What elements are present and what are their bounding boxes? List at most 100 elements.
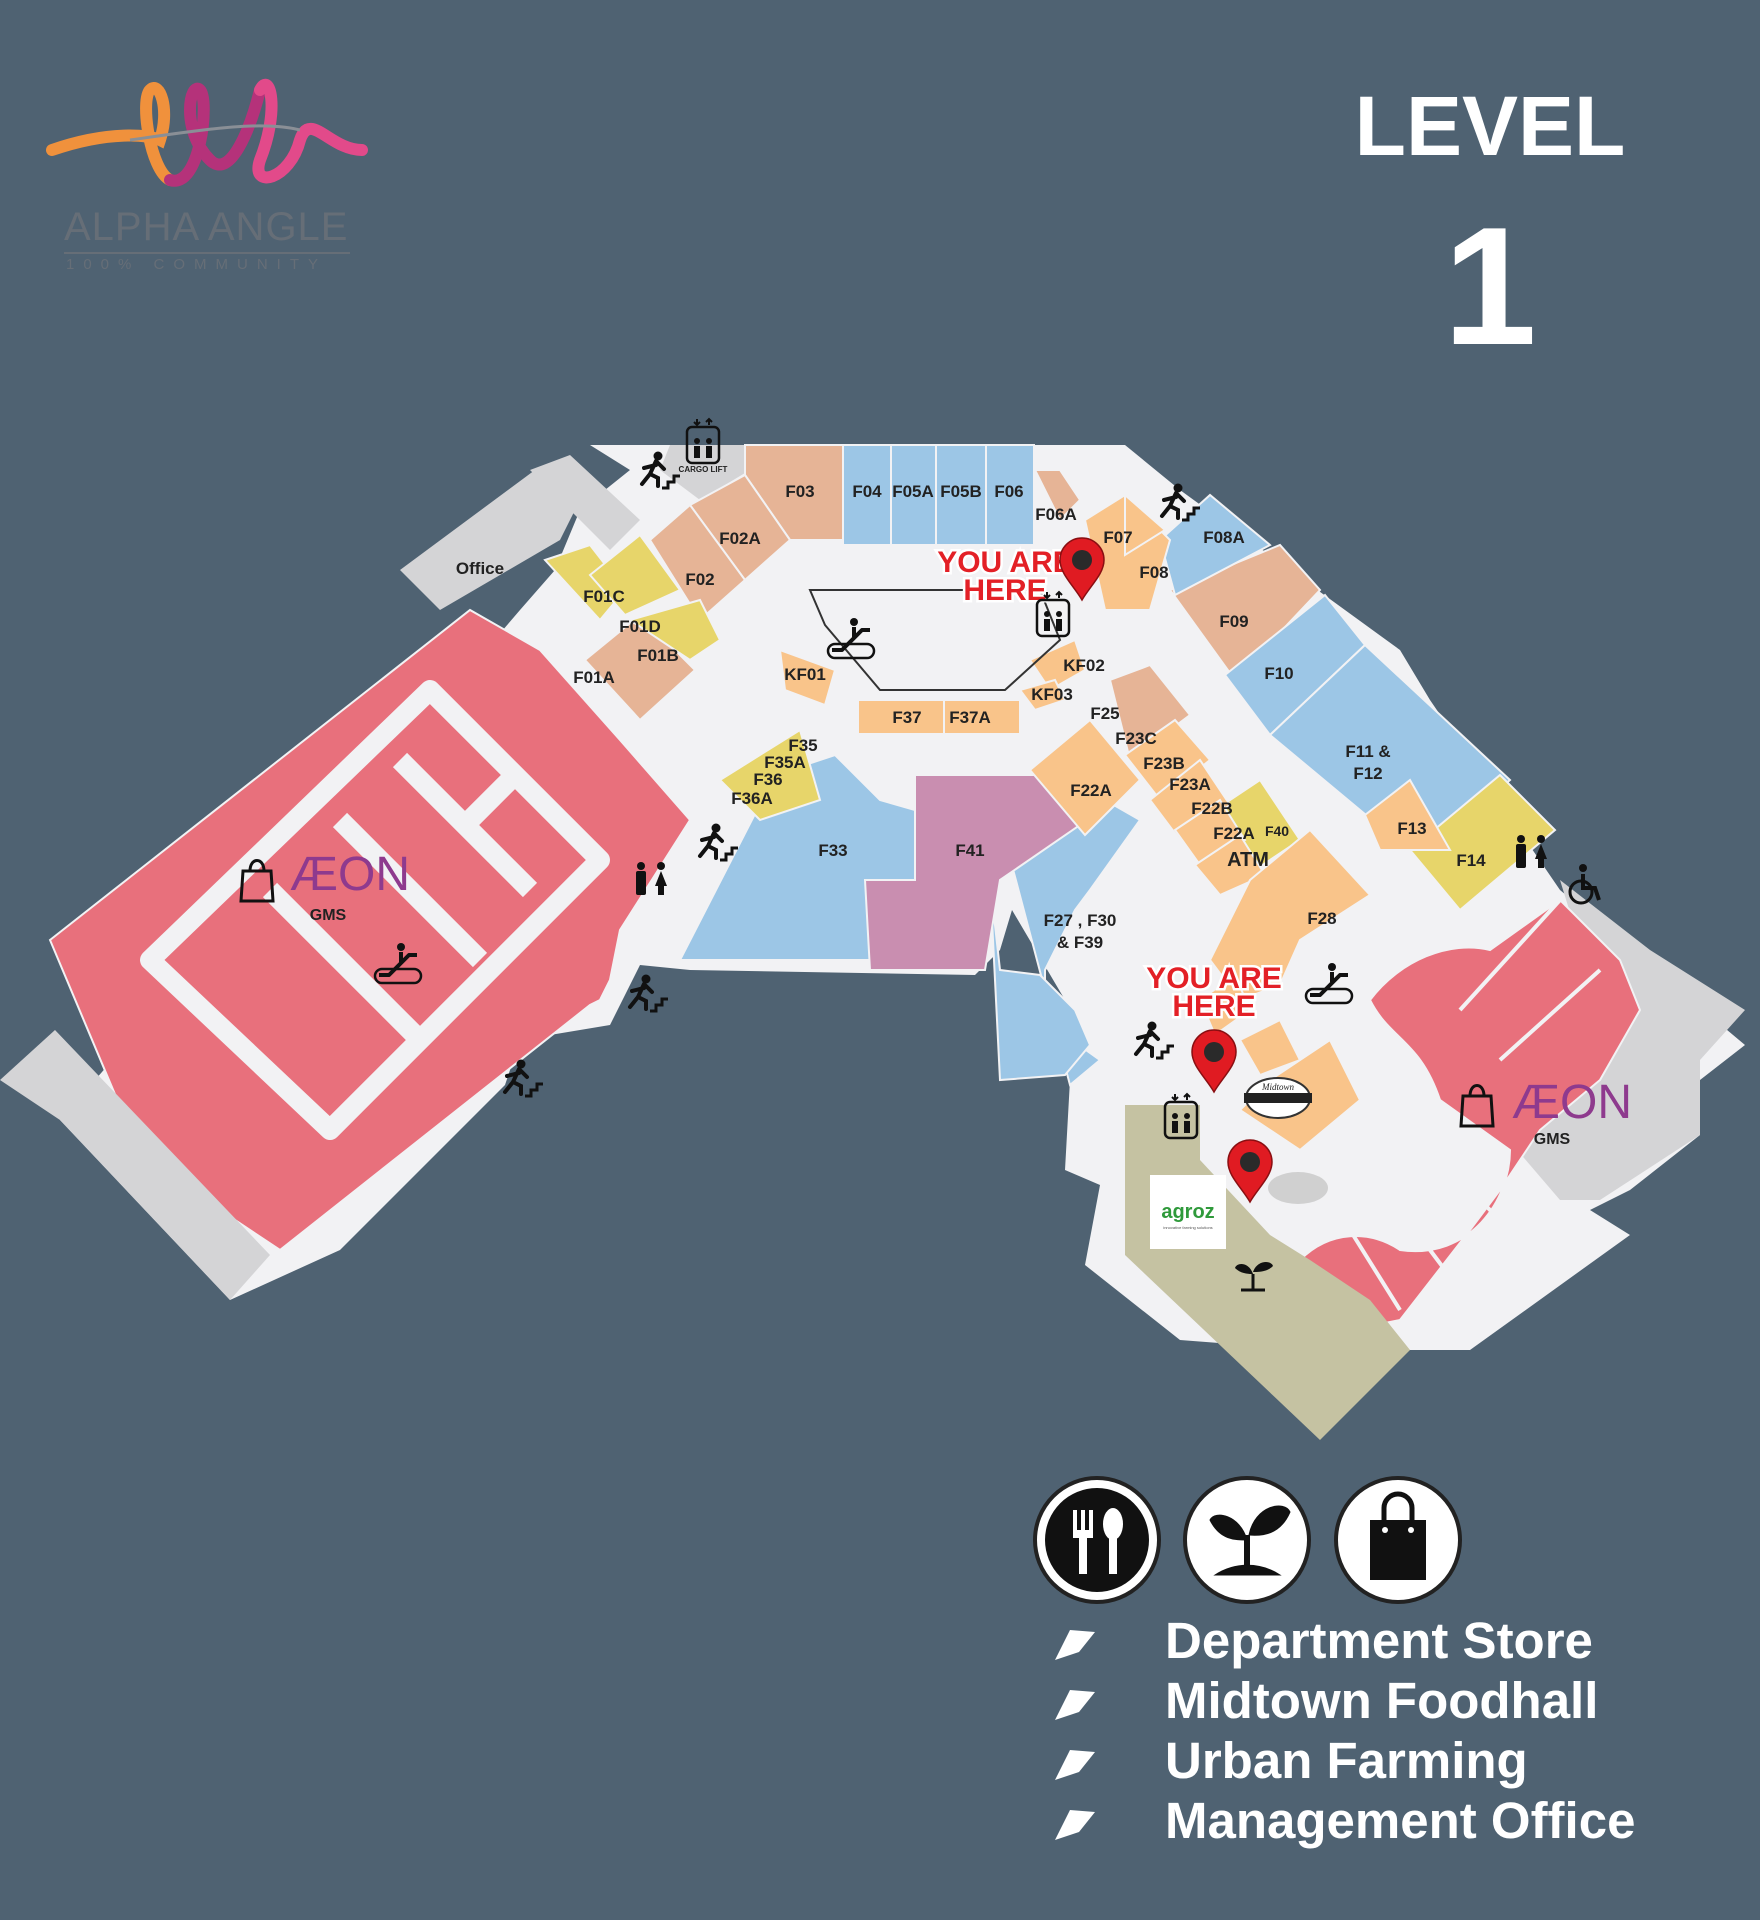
lot-f22a: F22A bbox=[1070, 781, 1112, 800]
lot-f36a: F36A bbox=[731, 789, 773, 808]
logo-divider bbox=[64, 252, 350, 254]
aeon-right-aisles bbox=[1348, 898, 1602, 1312]
aeon-right-brand: ÆON GMS bbox=[1459, 1076, 1632, 1148]
lot-f01c: F01C bbox=[583, 587, 625, 606]
agroz-entrance bbox=[1268, 1172, 1328, 1204]
lot-f37a: F37A bbox=[949, 708, 991, 727]
arrow-icon bbox=[1055, 1810, 1095, 1840]
service-area-left-bottom bbox=[0, 1030, 270, 1300]
logo-name: ALPHA ANGLE bbox=[64, 205, 349, 249]
legend-item: Department Store bbox=[1045, 1610, 1745, 1670]
you-are-here-bottom: YOU ARE HERE bbox=[1144, 960, 1284, 1093]
svg-text:Midtown: Midtown bbox=[1261, 1082, 1295, 1092]
lot-f23c: F23C bbox=[1115, 729, 1157, 748]
lot-f27-f30: F27 , F30 bbox=[1044, 911, 1117, 930]
lot-f07: F07 bbox=[1103, 528, 1132, 547]
svg-text:GMS: GMS bbox=[1534, 1131, 1571, 1148]
level-label: LEVEL bbox=[1354, 79, 1626, 173]
stairs-icon bbox=[628, 972, 670, 1013]
atrium-void bbox=[808, 589, 1062, 691]
lot-f11: F11 & bbox=[1345, 742, 1390, 761]
aeon-left-brand: ÆON GMS bbox=[239, 848, 410, 924]
lot-f22b: F22B bbox=[1191, 799, 1233, 818]
agroz-logo: agroz innovative farming solutions bbox=[1150, 1175, 1226, 1249]
seedling-icon bbox=[1209, 1505, 1291, 1576]
lot-f14: F14 bbox=[1456, 851, 1486, 870]
lot-f35: F35 bbox=[788, 736, 817, 755]
svg-text:agroz: agroz bbox=[1161, 1201, 1214, 1223]
aeon-right-store bbox=[1298, 898, 1642, 1332]
shopping-bag-icon bbox=[1370, 1491, 1426, 1580]
lot-f41-label: F41 bbox=[955, 841, 984, 860]
svg-text:HERE: HERE bbox=[1172, 990, 1255, 1023]
lot-kf03: KF03 bbox=[1031, 685, 1073, 704]
lot-f01d: F01D bbox=[619, 617, 661, 636]
lot-f02: F02 bbox=[685, 570, 714, 589]
lot-f23a: F23A bbox=[1169, 775, 1211, 794]
legend-item: Urban Farming bbox=[1045, 1730, 1745, 1790]
aeon-left-aisles bbox=[140, 680, 610, 1140]
lot-f22a-2: F22A bbox=[1213, 824, 1255, 843]
legend-icon-urban-farming bbox=[1183, 1476, 1311, 1604]
wheelchair-icon bbox=[1568, 864, 1601, 905]
lot-f01b: F01B bbox=[637, 646, 679, 665]
logo-tagline: 100% COMMUNITY bbox=[66, 256, 328, 273]
yellow-lots bbox=[543, 533, 1557, 912]
arrow-icon bbox=[1055, 1690, 1095, 1720]
cargo-lift-label: CARGO LIFT bbox=[679, 465, 728, 474]
lot-f05a: F05A bbox=[892, 482, 934, 501]
lot-f08a: F08A bbox=[1203, 528, 1245, 547]
legend: Department Store Midtown Foodhall Urban … bbox=[1045, 1610, 1745, 1850]
svg-text:HERE: HERE bbox=[963, 574, 1046, 607]
atm-label: ATM bbox=[1227, 849, 1269, 871]
legend-icon-food-hall bbox=[1033, 1476, 1161, 1604]
lot-f25: F25 bbox=[1090, 704, 1119, 723]
arrow-icon bbox=[1055, 1630, 1095, 1660]
lot-f12: F12 bbox=[1353, 764, 1382, 783]
office-label: Office bbox=[456, 559, 504, 578]
lot-kf01: KF01 bbox=[784, 665, 826, 684]
lot-f28: F28 bbox=[1307, 909, 1336, 928]
blue-lots bbox=[678, 444, 1512, 1087]
food-lots bbox=[778, 492, 1452, 1152]
lot-f06: F06 bbox=[994, 482, 1023, 501]
legend-label-management-office: Management Office bbox=[1165, 1791, 1636, 1849]
lot-f35a: F35A bbox=[764, 753, 806, 772]
lot-f40: F40 bbox=[1265, 823, 1289, 839]
lot-f23b: F23B bbox=[1143, 754, 1185, 773]
lot-f02a: F02A bbox=[719, 529, 761, 548]
svg-text:GMS: GMS bbox=[310, 907, 347, 924]
legend-label-urban-farming: Urban Farming bbox=[1165, 1731, 1528, 1789]
lot-f01a: F01A bbox=[573, 668, 615, 687]
lot-f33: F33 bbox=[818, 841, 847, 860]
service-area-topleft bbox=[530, 455, 640, 550]
legend-item: Management Office bbox=[1045, 1790, 1745, 1850]
lot-f39: & F39 bbox=[1057, 933, 1103, 952]
midtown-logo: Midtown bbox=[1244, 1077, 1312, 1119]
cargo-lift-area bbox=[660, 445, 750, 500]
logo-ribbon bbox=[46, 78, 368, 187]
lot-f13: F13 bbox=[1397, 819, 1426, 838]
lot-f03: F03 bbox=[785, 482, 814, 501]
svg-text:YOU ARE: YOU ARE bbox=[1146, 962, 1282, 995]
arrow-icon bbox=[1055, 1750, 1095, 1780]
legend-icon-department-store bbox=[1334, 1476, 1462, 1604]
utensils-icon bbox=[1073, 1508, 1123, 1574]
lot-f10: F10 bbox=[1264, 664, 1293, 683]
legend-label-midtown-foodhall: Midtown Foodhall bbox=[1165, 1671, 1599, 1729]
svg-text:innovative farming solutions: innovative farming solutions bbox=[1163, 1225, 1212, 1230]
lot-f09: F09 bbox=[1219, 612, 1248, 631]
lot-kf02: KF02 bbox=[1063, 656, 1105, 675]
lot-f08: F08 bbox=[1139, 563, 1168, 582]
lot-f04: F04 bbox=[852, 482, 882, 501]
lot-f37: F37 bbox=[892, 708, 921, 727]
lot-f36: F36 bbox=[753, 770, 782, 789]
lot-f05b: F05B bbox=[940, 482, 982, 501]
lot-labels: F03 F04 F05A F05B F06 F06A F07 F08 F08A … bbox=[573, 482, 1486, 952]
you-are-here-top: YOU ARE HERE bbox=[935, 537, 1105, 610]
service-area-left-top bbox=[400, 470, 575, 610]
svg-text:ÆON: ÆON bbox=[1512, 1076, 1632, 1129]
facility-icons bbox=[373, 417, 1601, 1292]
level-number: 1 bbox=[1443, 192, 1537, 380]
